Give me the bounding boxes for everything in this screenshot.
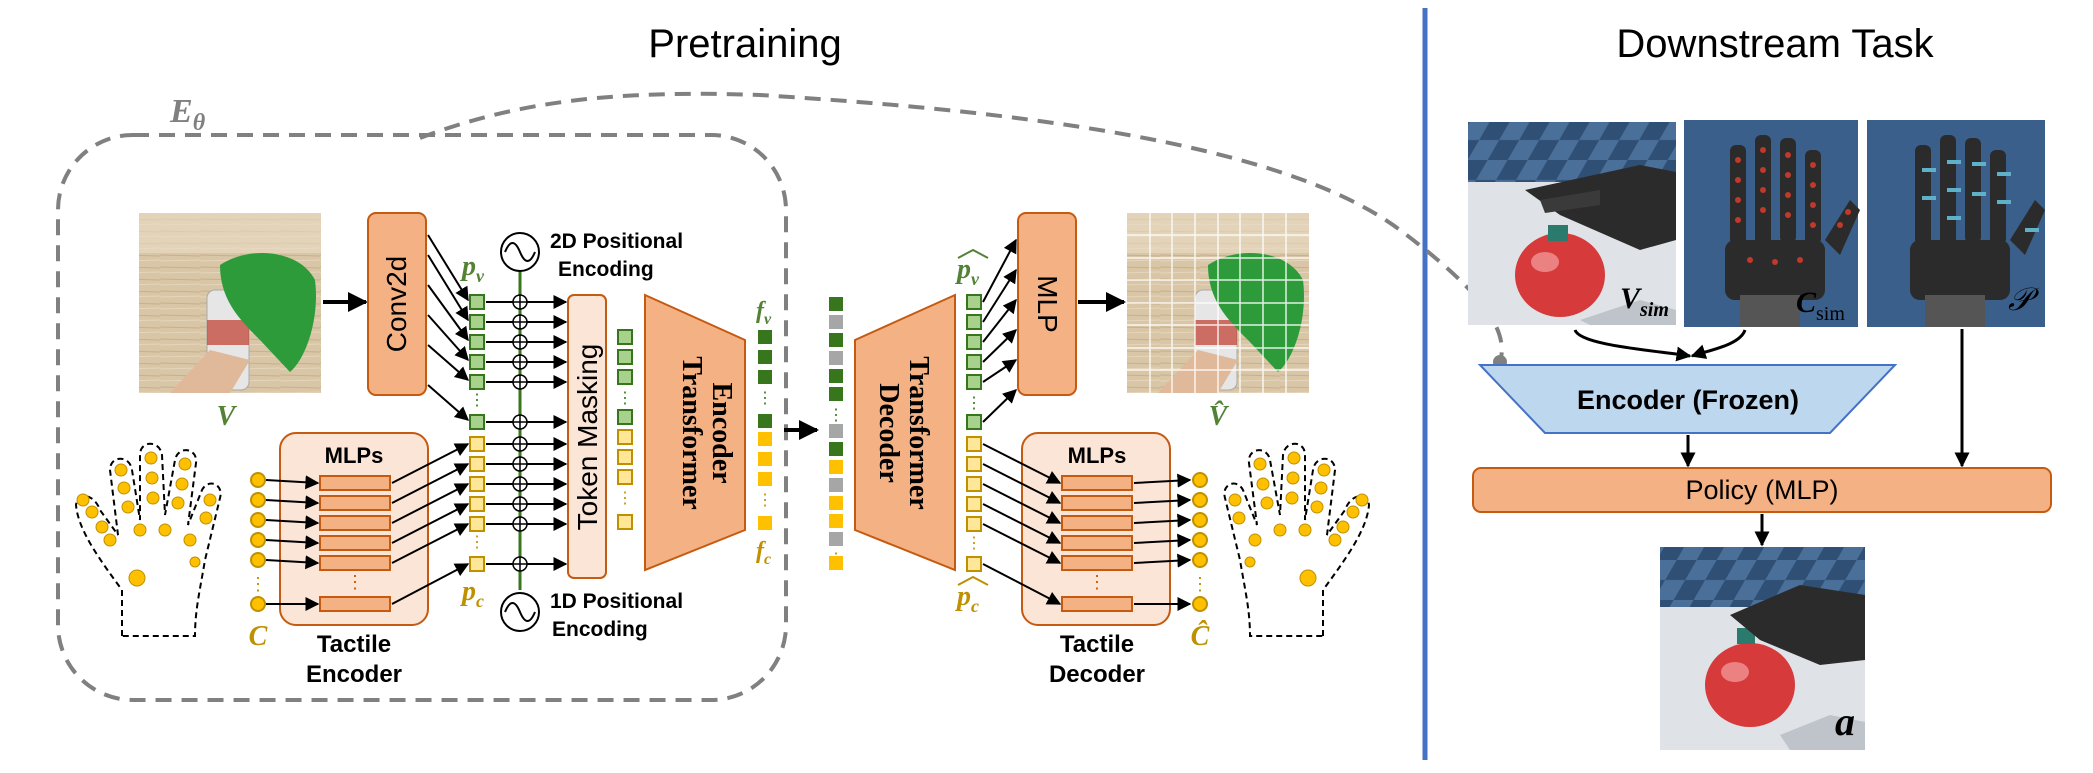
token-masking-block (567, 294, 607, 579)
pv-tokens (469, 294, 485, 430)
tactile-decoder-label-1: Tactile (1060, 631, 1134, 658)
mlp-block (1017, 212, 1077, 396)
symbol-f-v: fv (756, 298, 772, 328)
policy-block (1472, 467, 2052, 513)
encoder-group-outline (56, 133, 788, 702)
pos-2d-label-2: Encoding (558, 258, 654, 281)
right-hand-sensor-dots (1228, 451, 1369, 587)
encoder-group-label: Eθ (169, 93, 206, 136)
svg-text:⋮: ⋮ (966, 535, 982, 552)
tactile-decoder-label-2: Decoder (1049, 661, 1145, 688)
encoder-frozen-block (1477, 364, 1898, 434)
pos-1d-label-2: Encoding (552, 618, 648, 641)
symbol-p-v: pv (460, 251, 485, 286)
phat-c-hat (957, 575, 989, 586)
token-masking-label: Token Masking (572, 344, 603, 531)
tokens-to-tactile-decoder-arrows (982, 443, 1062, 605)
mlp-bars-right: ⋮ (1061, 475, 1133, 612)
decoder-output-tokens: ⋮ ⋮ (966, 294, 982, 572)
transformer-encoder-label-2: Encoder (706, 382, 737, 483)
arrow-csim-encoder (1690, 329, 1747, 359)
svg-text:⋮: ⋮ (1088, 572, 1106, 592)
symbol-phat-v: pv (955, 254, 980, 289)
input-image-v (139, 213, 321, 393)
svg-text:⋮: ⋮ (1191, 574, 1209, 594)
arrow-vsim-encoder (1573, 329, 1692, 362)
transformer-encoder-label-1: Transformer (676, 356, 707, 509)
symbol-v-hat: V̂ (1209, 400, 1230, 432)
symbol-f-c: fc (756, 538, 771, 568)
conv-to-tokens-arrows (427, 234, 470, 421)
tokens-to-mlp-arrows (982, 238, 1018, 423)
masked-tokens: ⋮ ⋮ (617, 329, 633, 530)
symbol-c-sim: Csim (1796, 286, 1845, 325)
decoder-input-tokens: ⋮ ⋮ (828, 297, 844, 570)
svg-text:⋮: ⋮ (249, 574, 267, 594)
svg-text:⋮: ⋮ (346, 572, 364, 592)
pretraining-title: Pretraining (648, 22, 841, 66)
reconstructed-image-vhat (1127, 213, 1309, 393)
conv2d-label: Conv2d (381, 256, 412, 353)
tactile-encoder-label-2: Encoder (306, 661, 402, 688)
action-image (1660, 547, 1865, 750)
pv-ellipsis: ⋮ (469, 392, 485, 409)
tactile-input-dots: ⋮ (249, 472, 267, 612)
pos-1d-label-1: 1D Positional (550, 590, 683, 613)
pc-ellipsis: ⋮ (469, 534, 485, 551)
svg-text:⋮: ⋮ (828, 407, 844, 424)
symbol-p-c: pc (460, 576, 484, 611)
pos-2d-label-1: 2D Positional (550, 230, 683, 253)
svg-text:⋮: ⋮ (617, 390, 633, 407)
transformer-encoder-block (644, 293, 746, 572)
mlp-bars-left: ⋮ (319, 475, 391, 612)
mlp-label: MLP (1032, 275, 1063, 333)
symbol-c-hat: Ĉ (1191, 621, 1210, 652)
sim-image-p (1867, 120, 2045, 327)
tactile-output-dots: ⋮ (1191, 472, 1209, 612)
downstream-title: Downstream Task (1616, 22, 1934, 66)
encoder-link-dashed (419, 91, 1504, 363)
symbol-v: V (217, 401, 238, 432)
encoder-frozen-label: Encoder (Frozen) (1577, 385, 1799, 415)
sine-wave-icon (500, 232, 540, 272)
symbol-v-sim: Vsim (1620, 282, 1669, 321)
conv2d-block (367, 212, 427, 396)
svg-text:⋮: ⋮ (966, 395, 982, 412)
symbol-phat-c: pc (955, 581, 979, 616)
transformer-decoder-label-2: Decoder (873, 383, 904, 483)
mlps-right-label: MLPs (1068, 443, 1127, 468)
left-hand-sensor-dots (76, 451, 217, 587)
sine-wave-icon-1d (500, 592, 540, 632)
svg-text:⋮: ⋮ (617, 490, 633, 507)
sim-image-c (1684, 120, 1860, 327)
tactile-encoder-label-1: Tactile (317, 631, 391, 658)
mlps-left-label: MLPs (325, 443, 384, 468)
left-hand-icon (74, 442, 222, 637)
symbol-c: C (249, 621, 268, 652)
latent-tokens: ⋮ ⋮ (757, 330, 773, 530)
plus-circle-icons (486, 294, 568, 572)
pc-tokens (469, 436, 485, 572)
right-hand-icon (1223, 442, 1371, 637)
tactile-to-tokens-arrows (391, 443, 470, 605)
phat-v-hat (957, 248, 989, 259)
transformer-decoder-label-1: Transformer (903, 356, 934, 509)
svg-text:⋮: ⋮ (757, 492, 773, 509)
tactile-output-arrows (1133, 473, 1192, 611)
svg-text:⋮: ⋮ (757, 390, 773, 407)
symbol-a: a (1835, 699, 1855, 744)
transformer-decoder-block (854, 293, 956, 572)
tactile-input-arrows (265, 475, 320, 611)
sim-image-v (1468, 122, 1676, 325)
policy-label: Policy (MLP) (1685, 475, 1838, 505)
